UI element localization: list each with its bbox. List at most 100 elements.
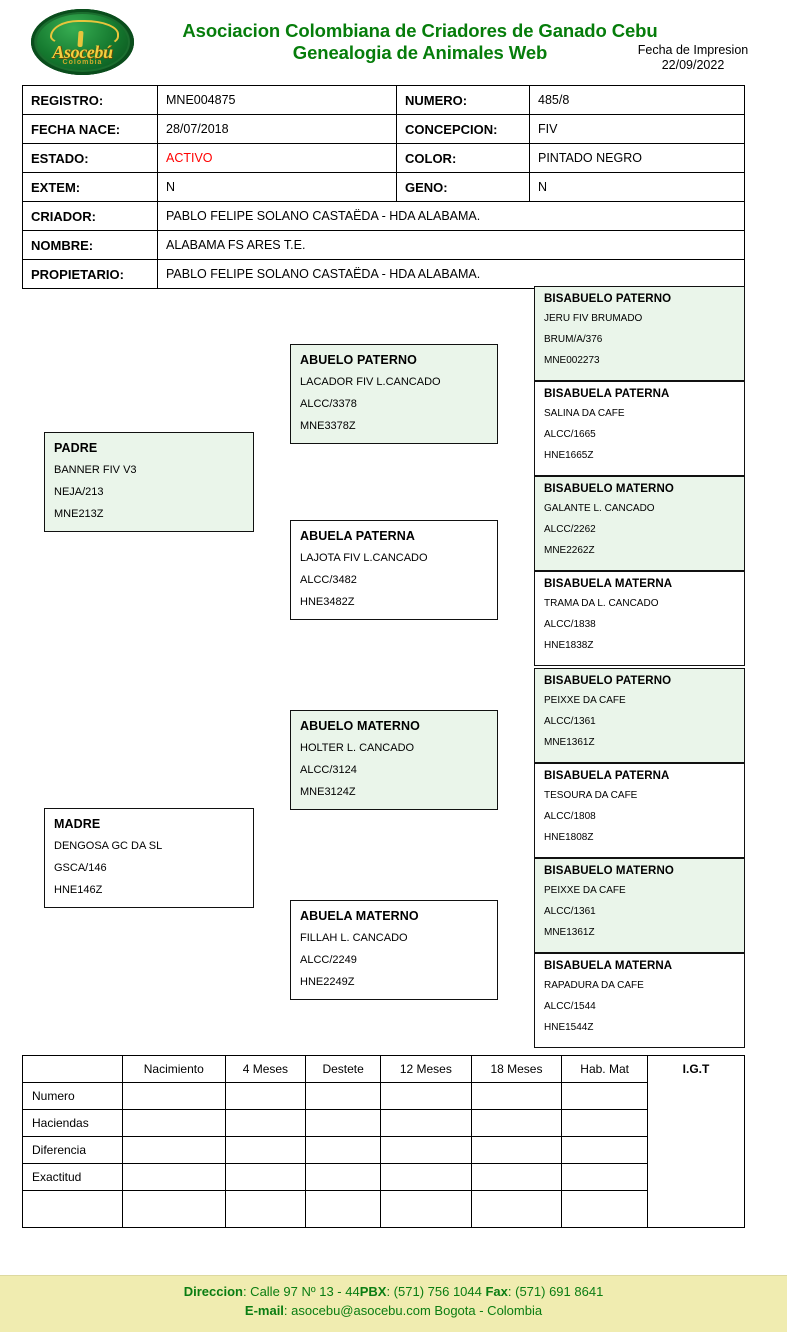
propietario-label: PROPIETARIO: (22, 259, 158, 289)
row-label-numero: Numero (22, 1082, 123, 1110)
node-code2: HNE1665Z (544, 450, 594, 461)
cell (224, 1163, 307, 1191)
row-label-blank (22, 1190, 123, 1228)
table-row: Diferencia (22, 1136, 745, 1164)
node-title: BISABUELA MATERNA (544, 960, 673, 972)
print-date-block: Fecha de Impresion 22/09/2022 (600, 43, 786, 73)
node-name: LACADOR FIV L.CANCADO (300, 376, 441, 388)
cell (561, 1136, 648, 1164)
table-row: Exactitud (22, 1163, 745, 1191)
pedigree-node-bisabuelo-5: BISABUELO PATERNO PEIXXE DA CAFE ALCC/13… (534, 668, 745, 763)
bull-outline-icon (49, 19, 120, 46)
table-row: PROPIETARIO: PABLO FELIPE SOLANO CASTAËD… (22, 259, 745, 289)
node-code1: ALCC/1361 (544, 906, 596, 917)
cell (224, 1190, 307, 1228)
node-code2: MNE213Z (54, 508, 104, 520)
cell (122, 1136, 226, 1164)
node-name: SALINA DA CAFE (544, 408, 625, 419)
extem-value: N (157, 172, 397, 202)
table-row: ESTADO: ACTIVO COLOR: PINTADO NEGRO (22, 143, 745, 173)
footer-fax-label: Fax (485, 1284, 508, 1299)
estado-label: ESTADO: (22, 143, 158, 173)
logo-wordmark: Asocebú (52, 42, 113, 62)
concepcion-label: CONCEPCION: (396, 114, 530, 144)
propietario-value: PABLO FELIPE SOLANO CASTAËDA - HDA ALABA… (157, 259, 745, 289)
registro-value: MNE004875 (157, 85, 397, 115)
col-header-destete: Destete (305, 1055, 382, 1083)
cell (470, 1190, 563, 1228)
pedigree-node-bisabuelo-7: BISABUELO MATERNO PEIXXE DA CAFE ALCC/13… (534, 858, 745, 953)
node-title: BISABUELA PATERNA (544, 770, 670, 782)
footer-address-line: Direccion: Calle 97 Nº 13 - 44PBX: (571)… (0, 1276, 787, 1301)
node-code2: MNE3124Z (300, 786, 356, 798)
pedigree-node-bisabuelo-4: BISABUELA MATERNA TRAMA DA L. CANCADO AL… (534, 571, 745, 666)
col-header-12-meses: 12 Meses (380, 1055, 472, 1083)
node-code2: MNE002273 (544, 355, 600, 366)
node-code1: ALCC/1544 (544, 1001, 596, 1012)
node-code1: GSCA/146 (54, 862, 107, 874)
row-label-exactitud: Exactitud (22, 1163, 123, 1191)
cell (380, 1190, 472, 1228)
node-code2: MNE1361Z (544, 927, 595, 938)
cell (305, 1190, 382, 1228)
table-row: Numero (22, 1082, 745, 1110)
node-title: PADRE (54, 441, 98, 455)
node-code2: HNE2249Z (300, 976, 355, 988)
table-row: Haciendas (22, 1109, 745, 1137)
footer-pbx-value: : (571) 756 1044 (386, 1284, 486, 1299)
node-name: TESOURA DA CAFE (544, 790, 638, 801)
cell (224, 1109, 307, 1137)
node-name: PEIXXE DA CAFE (544, 695, 626, 706)
footer-email-label: E-mail (244, 1303, 284, 1318)
node-name: TRAMA DA L. CANCADO (544, 598, 659, 609)
pedigree-node-abuela-paterna: ABUELA PATERNA LAJOTA FIV L.CANCADO ALCC… (290, 520, 498, 620)
cell (122, 1163, 226, 1191)
cell (561, 1082, 648, 1110)
page-title-line2: Genealogia de Animales Web (292, 42, 548, 63)
table-header-row: Nacimiento 4 Meses Destete 12 Meses 18 M… (22, 1055, 745, 1228)
node-code2: MNE2262Z (544, 545, 595, 556)
pedigree-node-bisabuelo-1: BISABUELO PATERNO JERU FIV BRUMADO BRUM/… (534, 286, 745, 381)
node-name: JERU FIV BRUMADO (544, 313, 643, 324)
node-name: HOLTER L. CANCADO (300, 742, 415, 754)
node-title: BISABUELO PATERNO (544, 293, 672, 305)
node-title: ABUELA MATERNO (300, 909, 419, 923)
pedigree-node-bisabuelo-6: BISABUELA PATERNA TESOURA DA CAFE ALCC/1… (534, 763, 745, 858)
cell (561, 1109, 648, 1137)
node-code1: ALCC/1808 (544, 811, 596, 822)
node-code2: HNE1808Z (544, 832, 594, 843)
node-title: MADRE (54, 817, 101, 831)
node-code1: BRUM/A/376 (544, 334, 603, 345)
cell (305, 1109, 382, 1137)
node-code2: MNE1361Z (544, 737, 595, 748)
status-badge: ACTIVO (157, 143, 397, 173)
cell (224, 1082, 307, 1110)
pedigree-node-madre: MADRE DENGOSA GC DA SL GSCA/146 HNE146Z (44, 808, 254, 908)
node-code1: ALCC/1361 (544, 716, 596, 727)
cell (305, 1136, 382, 1164)
table-row: REGISTRO: MNE004875 NUMERO: 485/8 (22, 85, 745, 115)
footer-direccion-label: Direccion (183, 1284, 243, 1299)
col-header-4-meses: 4 Meses (224, 1055, 307, 1083)
table-row: CRIADOR: PABLO FELIPE SOLANO CASTAËDA - … (22, 201, 745, 231)
col-header-18-meses: 18 Meses (470, 1055, 563, 1083)
page-title-line1: Asociacion Colombiana de Criadores de Ga… (182, 20, 658, 41)
cell (122, 1082, 226, 1110)
pedigree-node-padre: PADRE BANNER FIV V3 NEJA/213 MNE213Z (44, 432, 254, 532)
footer-direccion-value: : Calle 97 Nº 13 - 44 (242, 1284, 360, 1299)
cell (305, 1082, 382, 1110)
col-header-nacimiento: Nacimiento (122, 1055, 226, 1083)
node-code2: HNE1544Z (544, 1022, 594, 1033)
footer-email-line: E-mail: asocebu@asocebu.com Bogota - Col… (0, 1301, 787, 1320)
node-name: FILLAH L. CANCADO (300, 932, 408, 944)
logo-subtext: Colombia (62, 59, 103, 67)
node-code1: ALCC/3378 (300, 398, 357, 410)
node-title: BISABUELA PATERNA (544, 388, 670, 400)
cell (470, 1163, 563, 1191)
footer-email-value[interactable]: : asocebu@asocebu.com Bogota - Colombia (283, 1303, 543, 1318)
node-name: PEIXXE DA CAFE (544, 885, 626, 896)
cell (380, 1163, 472, 1191)
animal-info-table: REGISTRO: MNE004875 NUMERO: 485/8 FECHA … (22, 85, 745, 289)
node-title: BISABUELO MATERNO (544, 483, 674, 495)
